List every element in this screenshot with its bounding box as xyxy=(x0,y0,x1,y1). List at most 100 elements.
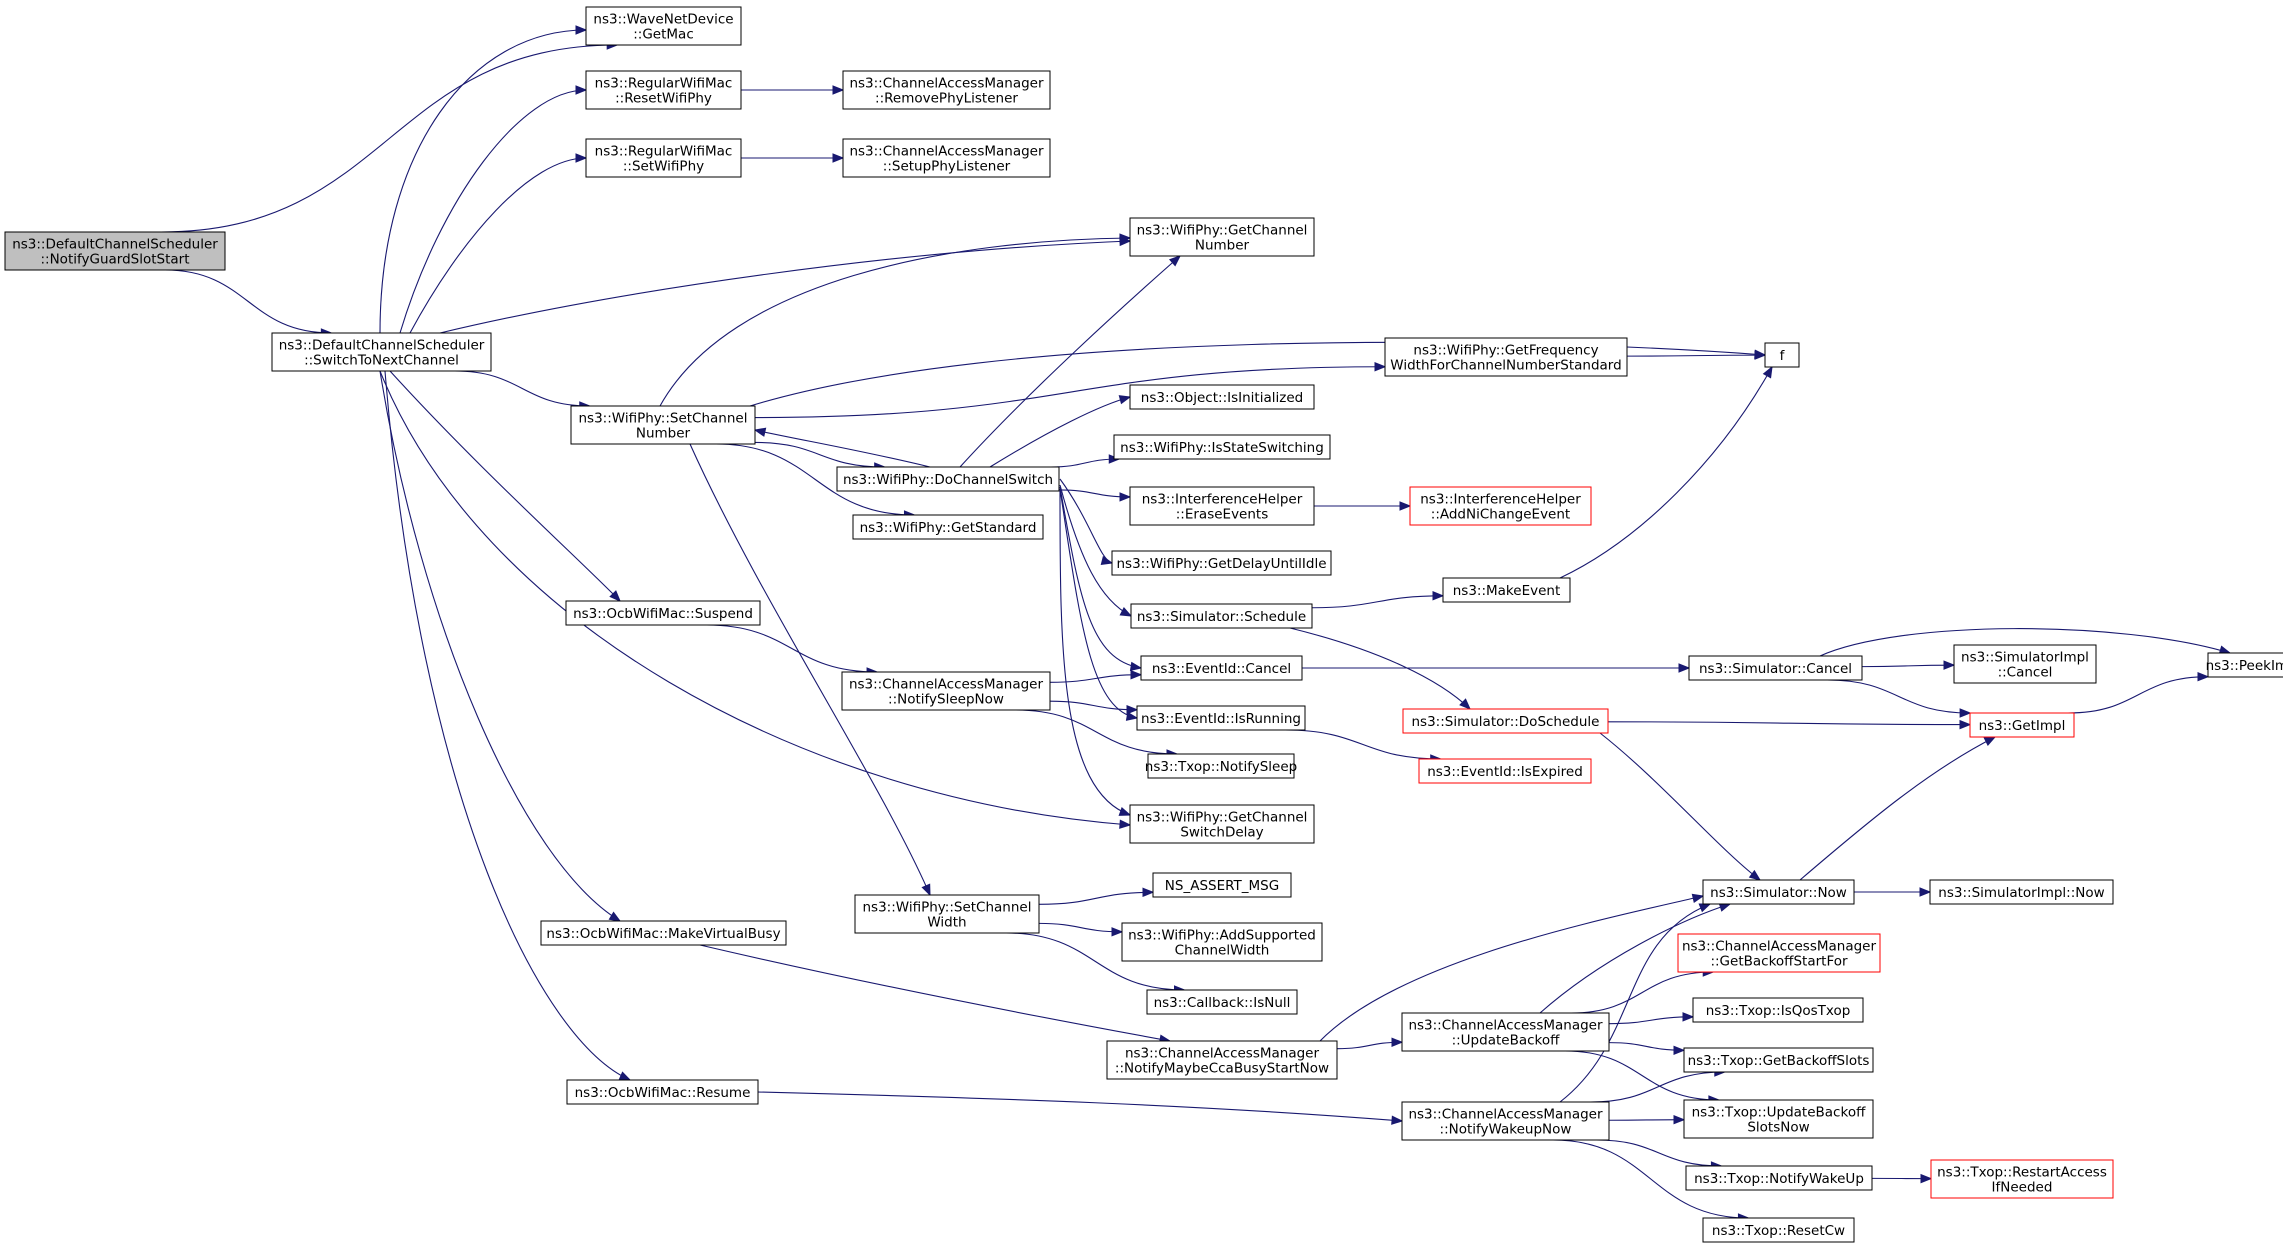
node-box xyxy=(271,332,492,372)
node-ns3-ocbwifimac-resume[interactable]: ns3::OcbWifiMac::Resume xyxy=(566,1079,759,1105)
node-ns3-simulatorimpl-now[interactable]: ns3::SimulatorImpl::Now xyxy=(1929,879,2114,905)
node-box xyxy=(1401,1012,1610,1052)
node-ns3-interferencehelper-eraseevents[interactable]: ns3::InterferenceHelper::EraseEvents xyxy=(1129,486,1315,526)
node-ns3-txop-notifysleep[interactable]: ns3::Txop::NotifySleep xyxy=(1145,753,1297,779)
node-ns3-getimpl[interactable]: ns3::GetImpl xyxy=(1969,712,2075,738)
node-ns3-channelaccessmanager-updatebackoff[interactable]: ns3::ChannelAccessManager::UpdateBackoff xyxy=(1401,1012,1610,1052)
edge-line xyxy=(1827,679,1971,714)
edge-line xyxy=(1861,664,1955,668)
arrowhead xyxy=(1125,711,1139,721)
node-ns3-defaultchannelscheduler-switchtonextchannel[interactable]: ns3::DefaultChannelScheduler::SwitchToNe… xyxy=(271,332,492,372)
node-ns3-defaultchannelscheduler-notifyguardslotstart[interactable]: ns3::DefaultChannelScheduler::NotifyGuar… xyxy=(4,231,226,271)
node-label: ns3::WifiPhy::IsStateSwitching xyxy=(1120,440,1324,456)
node-box xyxy=(1702,879,1855,905)
node-label: ::NotifySleepNow xyxy=(888,692,1004,708)
edge-line xyxy=(1059,484,1132,617)
edge-line xyxy=(706,624,878,673)
edge-line xyxy=(1049,700,1138,711)
node-ns3-txop-resetcw[interactable]: ns3::Txop::ResetCw xyxy=(1702,1217,1855,1243)
edge-line xyxy=(1799,736,1996,881)
node-box xyxy=(1929,879,2114,905)
node-ns3-channelaccessmanager-getbackoffstartfor[interactable]: ns3::ChannelAccessManager::GetBackoffSta… xyxy=(1677,933,1881,973)
node-label: ns3::WaveNetDevice xyxy=(593,12,733,28)
arrowhead xyxy=(1762,365,1773,379)
node-box xyxy=(1683,1047,1874,1073)
node-label: SlotsNow xyxy=(1747,1120,1809,1136)
node-box xyxy=(1152,872,1292,898)
edge-n34-to-n35 xyxy=(1853,887,1932,897)
node-ns3-txop-isqostxop[interactable]: ns3::Txop::IsQosTxop xyxy=(1692,997,1864,1023)
node-ns3-peekimpl[interactable]: ns3::PeekImpl xyxy=(2206,652,2283,678)
edge-n41-to-n43 xyxy=(1608,1042,1686,1056)
node-label: Width xyxy=(927,915,966,931)
edge-n11-to-n31 xyxy=(1059,490,1132,816)
edge-line xyxy=(1006,932,1185,991)
edge-n22-to-n24 xyxy=(1819,628,2232,657)
edge-line xyxy=(379,29,587,334)
arrowhead xyxy=(1673,1114,1686,1125)
edge-line xyxy=(1038,922,1123,933)
node-f[interactable]: f xyxy=(1764,342,1800,368)
node-ns3-makeevent[interactable]: ns3::MakeEvent xyxy=(1442,577,1571,603)
node-ns3-eventid-cancel[interactable]: ns3::EventId::Cancel xyxy=(1140,655,1303,681)
node-ns3-simulator-doschedule[interactable]: ns3::Simulator::DoSchedule xyxy=(1402,708,1609,734)
node-ns3-simulator-now[interactable]: ns3::Simulator::Now xyxy=(1702,879,1855,905)
node-ns3-simulator-schedule[interactable]: ns3::Simulator::Schedule xyxy=(1130,603,1313,629)
node-ns3-channelaccessmanager-notifymaybeccabusystartnow[interactable]: ns3::ChannelAccessManager::NotifyMaybeCc… xyxy=(1106,1040,1338,1080)
node-ns3-channelaccessmanager-notifywakeupnow[interactable]: ns3::ChannelAccessManager::NotifyWakeupN… xyxy=(1401,1101,1610,1141)
node-ns3-interferencehelper-addnichangeevent[interactable]: ns3::InterferenceHelper::AddNiChangeEven… xyxy=(1409,486,1592,526)
edge-n11-to-n14 xyxy=(1058,489,1132,502)
node-ns3-wifiphy-dochannelswitch[interactable]: ns3::WifiPhy::DoChannelSwitch xyxy=(836,466,1060,492)
edge-n11-to-n18 xyxy=(1059,484,1133,617)
arrowhead xyxy=(1126,705,1139,715)
node-ns-assert-msg[interactable]: NS_ASSERT_MSG xyxy=(1152,872,1292,898)
edge-n0-to-n2 xyxy=(165,269,333,338)
node-ns3-txop-getbackoffslots[interactable]: ns3::Txop::GetBackoffSlots xyxy=(1683,1047,1874,1073)
node-ns3-wifiphy-getfrequencywidthforchannelnumberstandard[interactable]: ns3::WifiPhy::GetFrequencyWidthForChanne… xyxy=(1384,337,1628,377)
node-ns3-wifiphy-getdelayuntilidle[interactable]: ns3::WifiPhy::GetDelayUntilIdle xyxy=(1111,550,1332,576)
node-ns3-wavenetdevice-getmac[interactable]: ns3::WaveNetDevice::GetMac xyxy=(585,6,742,46)
node-box xyxy=(1685,1165,1873,1191)
edge-line xyxy=(1559,903,1711,1103)
node-ns3-regularwifimac-resetwifiphy[interactable]: ns3::RegularWifiMac::ResetWifiPhy xyxy=(585,70,742,110)
edge-line xyxy=(1607,721,1971,726)
node-ns3-ocbwifimac-suspend[interactable]: ns3::OcbWifiMac::Suspend xyxy=(565,600,761,626)
edge-line xyxy=(1553,1139,1749,1219)
node-ns3-simulator-cancel[interactable]: ns3::Simulator::Cancel xyxy=(1688,655,1863,681)
edge-n8-to-n9 xyxy=(1626,350,1767,360)
node-ns3-txop-notifywakeup[interactable]: ns3::Txop::NotifyWakeUp xyxy=(1685,1165,1873,1191)
node-ns3-channelaccessmanager-removephylistener[interactable]: ns3::ChannelAccessManager::RemovePhyList… xyxy=(842,70,1051,110)
node-box xyxy=(1111,550,1332,576)
node-label: ns3::Txop::RestartAccess xyxy=(1937,1165,2107,1181)
arrowhead xyxy=(1374,362,1387,372)
node-box xyxy=(1106,1040,1338,1080)
edge-line xyxy=(409,157,587,334)
node-ns3-eventid-isexpired[interactable]: ns3::EventId::IsExpired xyxy=(1418,758,1592,784)
edge-n41-to-n40 xyxy=(1608,1012,1695,1025)
arrowhead xyxy=(608,911,622,922)
node-ns3-wifiphy-getstandard[interactable]: ns3::WifiPhy::GetStandard xyxy=(852,514,1044,540)
node-label: ::RemovePhyListener xyxy=(875,91,1018,107)
node-label: ::NotifyWakeupNow xyxy=(1440,1122,1572,1138)
node-ns3-simulatorimpl-cancel[interactable]: ns3::SimulatorImpl::Cancel xyxy=(1953,644,2097,684)
node-ns3-ocbwifimac-makevirtualbusy[interactable]: ns3::OcbWifiMac::MakeVirtualBusy xyxy=(540,920,787,946)
node-label: ns3::OcbWifiMac::MakeVirtualBusy xyxy=(546,926,780,942)
node-ns3-callback-isnull[interactable]: ns3::Callback::IsNull xyxy=(1146,989,1298,1015)
node-ns3-eventid-isrunning[interactable]: ns3::EventId::IsRunning xyxy=(1136,705,1306,731)
node-label: ::AddNiChangeEvent xyxy=(1431,507,1570,523)
node-box xyxy=(585,70,742,110)
node-ns3-channelaccessmanager-setupphylistener[interactable]: ns3::ChannelAccessManager::SetupPhyListe… xyxy=(842,138,1051,178)
node-ns3-regularwifimac-setwifiphy[interactable]: ns3::RegularWifiMac::SetWifiPhy xyxy=(585,138,742,178)
node-ns3-channelaccessmanager-notifysleepnow[interactable]: ns3::ChannelAccessManager::NotifySleepNo… xyxy=(841,671,1051,711)
node-ns3-object-isinitialized[interactable]: ns3::Object::IsInitialized xyxy=(1129,384,1315,410)
node-ns3-wifiphy-isstateswitching[interactable]: ns3::WifiPhy::IsStateSwitching xyxy=(1113,434,1331,460)
arrowhead xyxy=(609,590,621,602)
edge-line xyxy=(659,237,1131,407)
